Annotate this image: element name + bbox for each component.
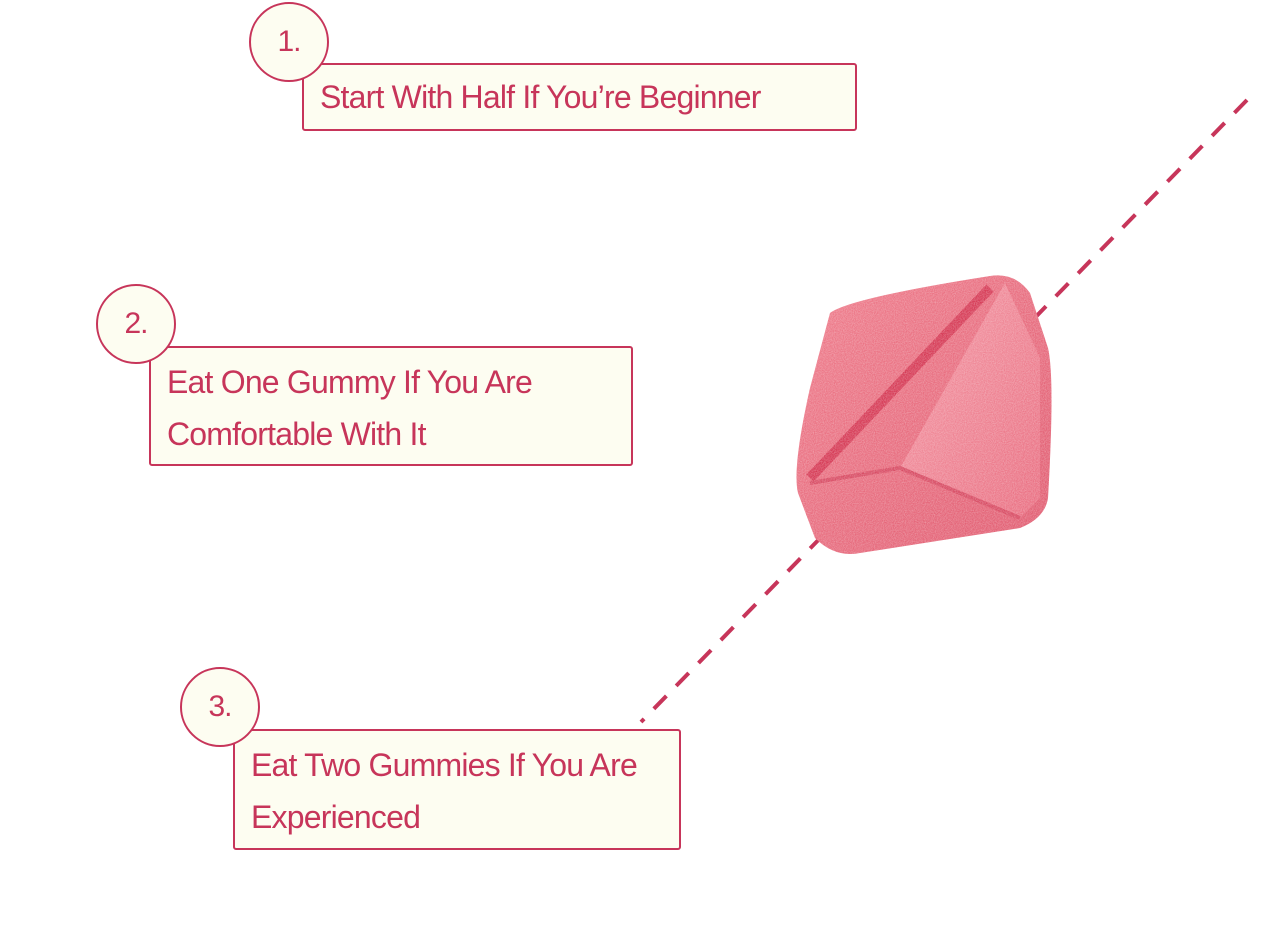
step-1-number-badge: 1. <box>249 2 329 82</box>
gummy-image <box>796 275 1052 554</box>
step-3-number-badge: 3. <box>180 667 260 747</box>
step-2-card: Eat One Gummy If You Are Comfortable Wit… <box>149 346 633 466</box>
step-text: Start With Half If You’re Beginner <box>320 79 761 115</box>
step-text: Eat One Gummy If You Are Comfortable Wit… <box>167 364 533 452</box>
step-number: 3. <box>208 690 232 723</box>
step-number: 2. <box>124 307 148 340</box>
step-text: Eat Two Gummies If You Are Experienced <box>251 747 638 835</box>
step-3-card: Eat Two Gummies If You Are Experienced <box>233 729 681 850</box>
step-number: 1. <box>277 25 301 58</box>
step-2-number-badge: 2. <box>96 284 176 364</box>
step-1-card: Start With Half If You’re Beginner <box>302 63 857 131</box>
